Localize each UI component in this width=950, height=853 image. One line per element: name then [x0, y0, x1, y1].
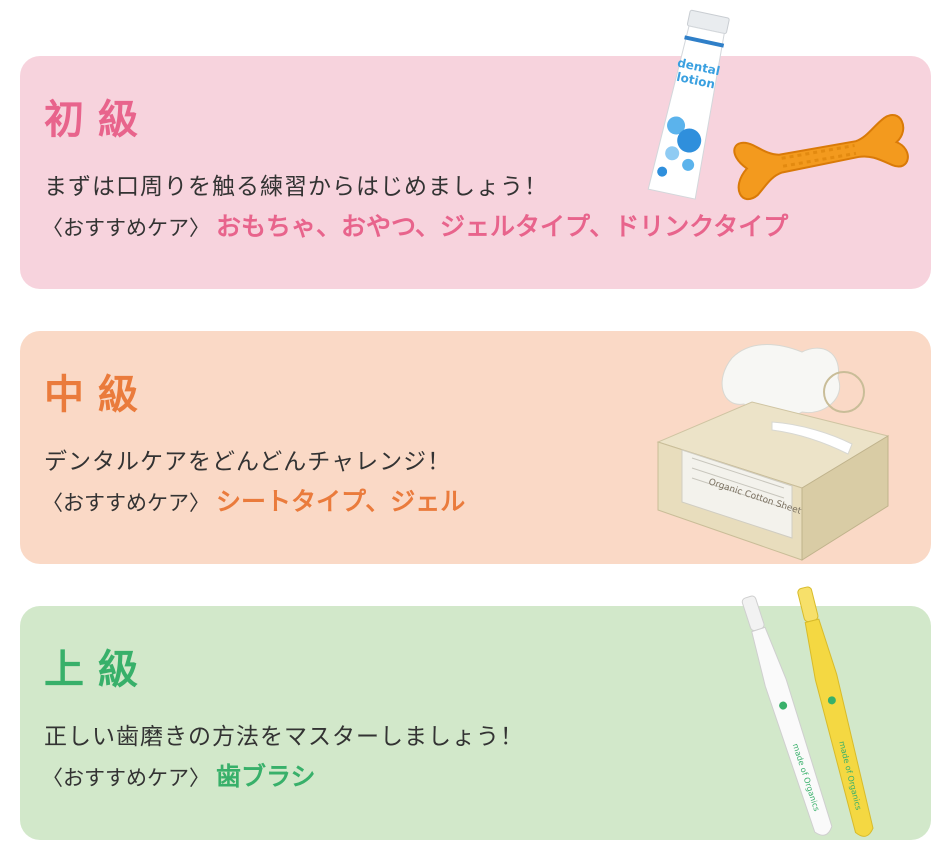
recommended-care-label: 〈おすすめケア〉 [42, 216, 210, 240]
level-description: まずは口周りを触る練習からはじめましょう！ [44, 174, 548, 200]
recommended-care: 〈おすすめケア〉歯ブラシ [42, 762, 316, 792]
level-title: 中級 [44, 372, 152, 418]
level-title: 初級 [44, 97, 152, 143]
level-description: デンタルケアをどんどんチャレンジ！ [44, 449, 452, 475]
level-card-advanced: 上級 正しい歯磨きの方法をマスターしましょう！ 〈おすすめケア〉歯ブラシ [20, 606, 931, 840]
toothpaste-tube-icon: dental lotion [647, 9, 730, 200]
recommended-care: 〈おすすめケア〉シートタイプ、ジェル [42, 487, 465, 517]
toothbrush-white-icon: made of Organics [741, 595, 833, 836]
recommended-care-label: 〈おすすめケア〉 [42, 766, 210, 790]
recommended-care-label: 〈おすすめケア〉 [42, 491, 210, 515]
recommended-care: 〈おすすめケア〉おもちゃ、おやつ、ジェルタイプ、ドリンクタイプ [42, 212, 788, 242]
toothbrush-yellow-icon: made of Organics [797, 586, 874, 837]
recommended-care-items: シートタイプ、ジェル [216, 487, 466, 516]
recommended-care-items: おもちゃ、おやつ、ジェルタイプ、ドリンクタイプ [216, 212, 789, 241]
cotton-sheet-box-icon: Organic Cotton Sheet [656, 344, 890, 561]
level-description: 正しい歯磨きの方法をマスターしましょう！ [44, 724, 524, 750]
chew-bone-icon [733, 114, 909, 201]
recommended-care-items: 歯ブラシ [216, 762, 316, 791]
level-title: 上級 [44, 647, 152, 693]
